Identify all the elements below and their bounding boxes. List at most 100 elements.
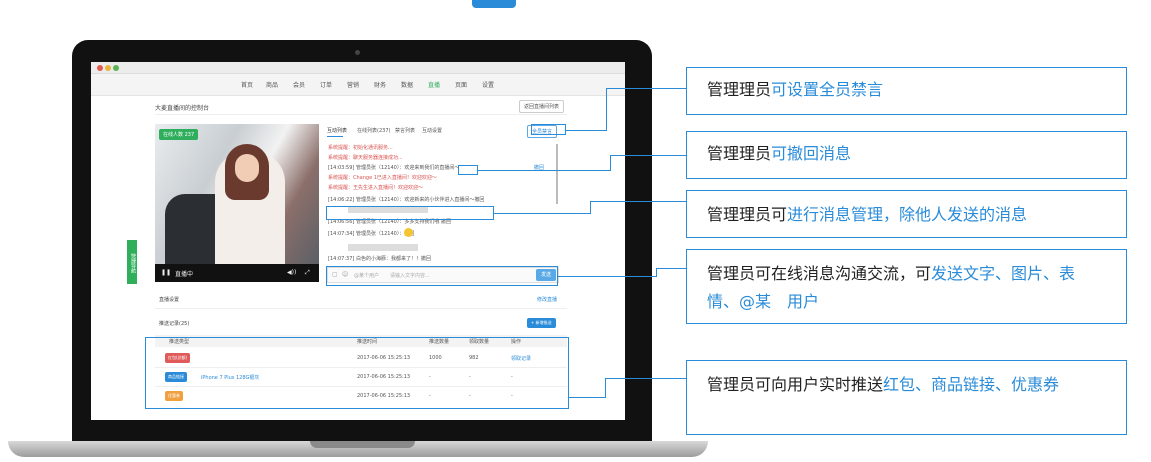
push-time: 2017-06-06 15:25:13 (357, 374, 411, 380)
callout-text: 管理理员 (707, 144, 772, 163)
laptop-base (8, 441, 708, 457)
callout-text: 管理员可在线消息沟通交流，可 (707, 264, 932, 283)
nav-item-marketing[interactable]: 营销 (347, 82, 360, 89)
connector-line (558, 276, 656, 277)
push-table-header: 推送类型 推送时间 推送数量 领取数量 操作 (155, 335, 567, 347)
callout-highlight: 可撤回消息 (771, 144, 852, 163)
tab-interaction[interactable]: 互动列表 (327, 128, 348, 134)
push-count: 1000 (429, 355, 442, 361)
recall-link[interactable]: 撤回 (534, 165, 545, 171)
callout-manage: 管理理员可进行消息管理，除他人发送的消息 (686, 190, 1127, 238)
divider (155, 114, 567, 115)
page-title: 大麦直播间的控制台 (155, 105, 210, 112)
nav-item-settings[interactable]: 设置 (482, 82, 495, 89)
nav-item-orders[interactable]: 订单 (320, 82, 333, 89)
laptop-notch (310, 441, 415, 448)
edit-live-link[interactable]: 修改直播 (537, 297, 558, 303)
table-row: 红包(总额) 2017-06-06 15:25:13 1000 982 领取记录 (155, 349, 567, 367)
push-count: - (429, 393, 431, 399)
col-type: 推送类型 (169, 339, 190, 345)
divider (155, 308, 567, 309)
push-action: - (511, 393, 513, 399)
highlight-input (326, 266, 558, 286)
nav-item-live[interactable]: 直播 (428, 82, 441, 89)
nav-item-home[interactable]: 首页 (241, 82, 254, 89)
divider (155, 367, 567, 368)
volume-icon[interactable]: ◀)) (287, 269, 297, 276)
chat-input-bar: ▢ ☺ @某个用户 请输入文字内容... (327, 267, 559, 283)
connector-line (656, 268, 657, 277)
chat-message: 系统提醒：聊天服务器连接成功... (328, 155, 403, 161)
connector-line (478, 170, 610, 171)
pause-icon[interactable]: ❚❚ (161, 269, 172, 276)
tab-online[interactable]: 在线列表(237) (357, 128, 391, 134)
new-push-button[interactable]: + 新增推送 (527, 318, 556, 328)
connector-line (590, 201, 686, 202)
emoji-icon (404, 228, 413, 237)
back-to-list-button[interactable]: 返回直播间列表 (519, 100, 565, 113)
callout-chat: 管理员可在线消息沟通交流，可发送文字、图片、表情、@某 用户 (686, 249, 1127, 324)
nav-item-data[interactable]: 数据 (401, 82, 414, 89)
chat-message: 系统提醒：王先生进入直播间！欢迎欢迎～ (328, 185, 424, 191)
quick-nav-tab[interactable]: 快捷导航 (127, 240, 137, 284)
col-action: 操作 (511, 339, 522, 345)
live-status: 直播中 (175, 271, 194, 278)
push-time: 2017-06-06 15:25:13 (357, 393, 411, 399)
callout-recall: 管理理员可撤回消息 (686, 131, 1127, 179)
connector-line (590, 201, 591, 214)
chat-message: [14:03:59] 管理员张（12140）：欢迎来到我们的直播间～ (328, 165, 460, 171)
push-type-tag: 红包(总额) (165, 353, 191, 363)
video-player[interactable]: 在线人数 237 ❚❚ 直播中 ◀)) ⤢ (155, 124, 319, 282)
push-record-title: 推送记录(25) (159, 321, 190, 327)
highlight-ban-button (531, 124, 566, 135)
connector-line (610, 155, 686, 156)
maximize-dot[interactable] (113, 65, 119, 71)
chat-message: [14:06:56] 管理员张（12140）：多多支持我们哦 撤回 (328, 219, 451, 225)
callout-text: 管理理员可 (707, 205, 788, 224)
nav-item-members[interactable]: 会员 (293, 82, 306, 89)
chat-message: 系统提醒：初始化通讯服务... (328, 145, 393, 151)
chat-scrollbar[interactable] (556, 144, 558, 204)
emoji-picker-icon[interactable]: ☺ (342, 271, 349, 278)
push-time: 2017-06-06 15:25:13 (357, 355, 411, 361)
push-type-tag: 优惠券 (165, 391, 183, 401)
laptop-screen: 首页 商品 会员 订单 营销 财务 数据 直播 页面 设置 大麦直播间的控制台 … (91, 62, 625, 420)
connector-line (606, 88, 607, 131)
minimize-dot[interactable] (105, 65, 111, 71)
tab-interaction-settings[interactable]: 互动设置 (422, 128, 443, 134)
tab-muted[interactable]: 禁言列表 (395, 128, 416, 134)
image-icon[interactable]: ▢ (332, 271, 338, 278)
connector-line (610, 155, 611, 171)
callout-highlight: 红包、商品链接、优惠券 (883, 375, 1060, 394)
callout-push: 管理员可向用户实时推送红包、商品链接、优惠券 (686, 360, 1127, 435)
push-type-tag: 商品链接 (165, 372, 187, 382)
col-count: 推送数量 (429, 339, 450, 345)
callout-highlight: 发送文字、图片、表情、@某 用户 (707, 264, 1076, 311)
push-taken: 982 (469, 355, 479, 361)
table-row: 优惠券 2017-06-06 15:25:13 - - - (155, 387, 567, 405)
chat-input[interactable]: 请输入文字内容... (390, 273, 430, 279)
product-link[interactable]: iPhone 7 Plus 128G银灰 (201, 375, 260, 381)
push-taken: - (469, 393, 471, 399)
send-button[interactable]: 发送 (536, 269, 556, 281)
nav-item-finance[interactable]: 财务 (374, 82, 387, 89)
callout-text: 管理理员 (707, 80, 772, 99)
mention-selector[interactable]: @某个用户 (354, 273, 380, 279)
fullscreen-icon[interactable]: ⤢ (305, 269, 310, 276)
chat-message: [14:06:22] 管理员张（12140）：欢迎新来的小伙伴进入直播间～撤回 (328, 197, 485, 203)
nav-item-pages[interactable]: 页面 (455, 82, 468, 89)
col-time: 推送时间 (357, 339, 378, 345)
close-dot[interactable] (97, 65, 103, 71)
table-row: 商品链接 iPhone 7 Plus 128G银灰 2017-06-06 15:… (155, 368, 567, 386)
blurred-message (348, 206, 428, 213)
top-badge (472, 0, 516, 8)
highlight-recall (458, 165, 478, 175)
video-controls: ❚❚ 直播中 ◀)) ⤢ (155, 264, 319, 282)
connector-line (566, 130, 606, 131)
browser-chrome (91, 62, 625, 74)
highlight-message (326, 206, 494, 220)
claim-records-link[interactable]: 领取记录 (511, 356, 532, 362)
push-taken: - (469, 374, 471, 380)
nav-item-goods[interactable]: 商品 (266, 82, 279, 89)
col-taken: 领取数量 (469, 339, 490, 345)
